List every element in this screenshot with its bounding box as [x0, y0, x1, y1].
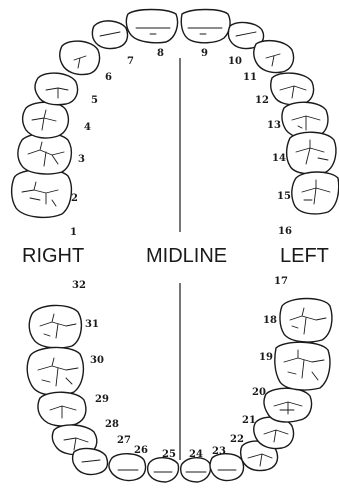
tooth-number-7: 7	[127, 56, 134, 67]
tooth-number-3: 3	[78, 154, 85, 165]
tooth-number-5: 5	[91, 95, 98, 106]
tooth-number-23: 23	[212, 446, 226, 457]
tooth-12[interactable]	[269, 72, 315, 106]
left-label: LEFT	[280, 245, 329, 267]
tooth-18[interactable]	[279, 297, 333, 343]
tooth-number-28: 28	[105, 419, 119, 430]
tooth-number-2: 2	[71, 193, 78, 204]
tooth-21[interactable]	[253, 416, 295, 450]
tooth-10[interactable]	[227, 21, 265, 50]
tooth-6[interactable]	[59, 40, 101, 76]
tooth-number-24: 24	[189, 449, 203, 460]
tooth-8[interactable]	[125, 8, 179, 44]
midline-label: MIDLINE	[146, 245, 227, 267]
tooth-3[interactable]	[17, 132, 73, 175]
tooth-4[interactable]	[21, 101, 70, 139]
tooth-number-29: 29	[95, 394, 109, 405]
tooth-27[interactable]	[71, 447, 109, 476]
tooth-25[interactable]	[146, 457, 180, 483]
tooth-24[interactable]	[179, 457, 212, 483]
tooth-20[interactable]	[263, 387, 313, 423]
tooth-number-16: 16	[278, 226, 292, 237]
tooth-23[interactable]	[209, 453, 245, 482]
tooth-number-13: 13	[267, 120, 281, 131]
tooth-2[interactable]	[10, 168, 73, 219]
tooth-26[interactable]	[108, 453, 147, 482]
tooth-number-19: 19	[259, 352, 273, 363]
tooth-number-25: 25	[162, 449, 176, 460]
tooth-14[interactable]	[285, 131, 337, 175]
tooth-7[interactable]	[91, 20, 129, 50]
tooth-31[interactable]	[28, 304, 83, 349]
tooth-11[interactable]	[253, 39, 295, 74]
tooth-number-32: 32	[72, 280, 86, 291]
tooth-number-10: 10	[228, 56, 242, 67]
tooth-number-22: 22	[230, 434, 244, 445]
tooth-number-9: 9	[201, 48, 208, 59]
tooth-9[interactable]	[180, 8, 231, 44]
tooth-19[interactable]	[274, 341, 331, 391]
tooth-number-12: 12	[255, 95, 269, 106]
tooth-number-15: 15	[277, 191, 291, 202]
tooth-number-21: 21	[242, 415, 256, 426]
tooth-number-30: 30	[90, 355, 104, 366]
tooth-number-26: 26	[134, 445, 148, 456]
tooth-number-18: 18	[263, 315, 277, 326]
tooth-number-14: 14	[272, 153, 286, 164]
tooth-number-17: 17	[274, 276, 288, 287]
tooth-number-31: 31	[85, 319, 99, 330]
tooth-number-11: 11	[243, 72, 257, 83]
tooth-number-1: 1	[70, 227, 77, 238]
tooth-29[interactable]	[37, 391, 87, 427]
right-label: RIGHT	[22, 245, 84, 267]
tooth-number-27: 27	[117, 435, 131, 446]
tooth-number-6: 6	[105, 72, 112, 83]
tooth-15[interactable]	[291, 171, 339, 215]
tooth-number-20: 20	[252, 387, 266, 398]
tooth-number-4: 4	[84, 122, 91, 133]
tooth-5[interactable]	[34, 72, 79, 106]
tooth-30[interactable]	[26, 346, 85, 397]
tooth-number-8: 8	[157, 48, 164, 59]
